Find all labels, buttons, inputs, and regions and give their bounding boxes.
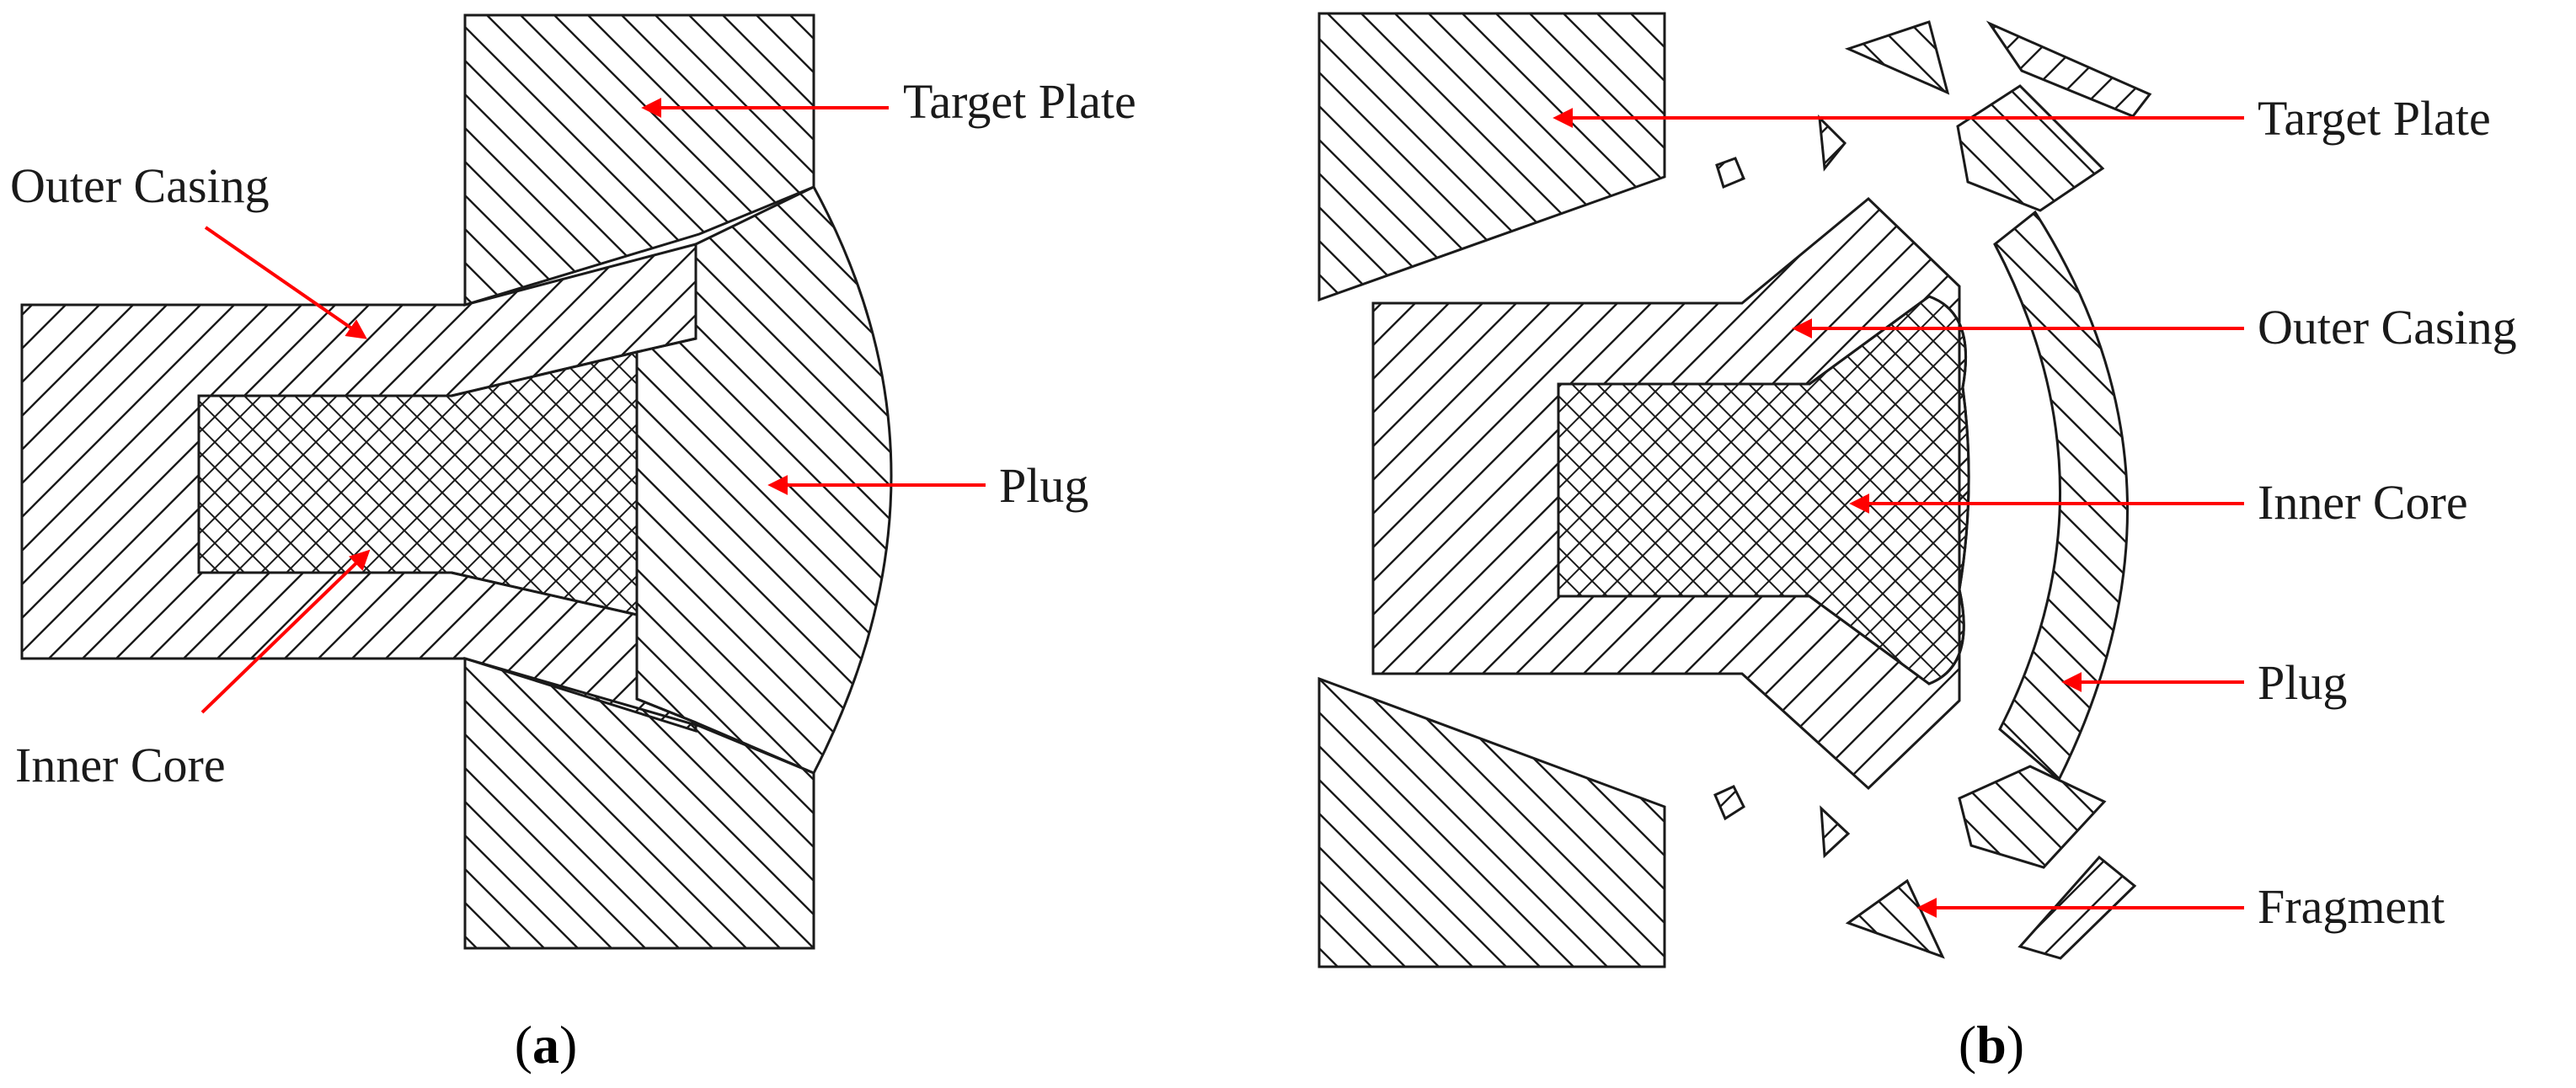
panel-b: Target Plate Outer Casing Inner Core Plu… [1317,12,2517,1075]
label-inner-core-b: Inner Core [2258,475,2468,530]
fragment-upper-small-1 [1818,114,1847,172]
caption-b-letter: b [1976,1015,2007,1075]
fragment-lower-1 [1845,878,1945,959]
caption-a-close: ) [559,1015,577,1075]
label-plug-a: Plug [999,458,1088,513]
caption-a-letter: a [532,1015,559,1075]
inner-core-a [197,350,639,616]
label-outer-casing-a: Outer Casing [10,158,270,213]
plug-a [635,185,893,775]
fragment-upper-1 [1844,20,1950,95]
target-plate-upper-b [1317,12,1666,302]
fragment-upper-small-2 [1715,157,1745,189]
target-plate-upper-a [463,13,815,307]
caption-b: (b) [1959,1015,2024,1075]
panel-a: Target Plate Outer Casing Plug Inner Cor… [10,13,1136,1075]
caption-b-close: ) [2007,1015,2024,1075]
fragment-lower-3 [1958,765,2107,869]
label-inner-core-a: Inner Core [15,738,226,792]
fragment-upper-3 [1956,84,2105,212]
label-outer-casing-b: Outer Casing [2258,300,2517,355]
label-target-plate-b: Target Plate [2258,91,2491,146]
arrow-inner-core-a [200,549,371,714]
target-plate-lower-b [1317,676,1666,968]
plug-b [1993,210,2130,782]
caption-a: (a) [515,1015,578,1075]
label-plug-b: Plug [2258,655,2347,710]
fragment-lower-small-1 [1820,805,1851,859]
inner-core-b [1557,295,1970,685]
label-fragment-b: Fragment [2258,879,2445,934]
label-target-plate-a: Target Plate [903,74,1136,129]
fragment-lower-small-2 [1713,785,1745,821]
caption-b-open: ( [1959,1015,1976,1075]
arrow-outer-casing-a [204,226,367,339]
caption-a-open: ( [515,1015,532,1075]
